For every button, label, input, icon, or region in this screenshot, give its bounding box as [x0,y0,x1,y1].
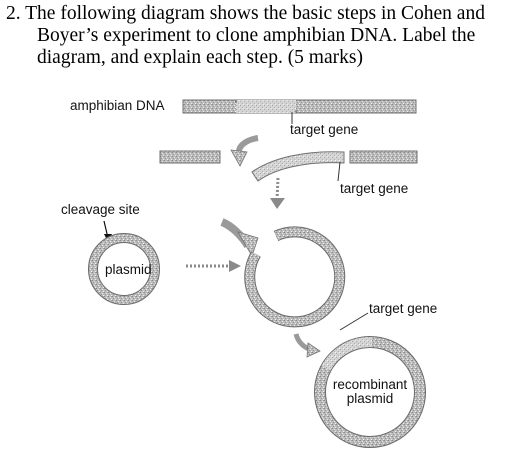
pointer-target-gene-3 [339,312,369,331]
dotted-arrow-down [270,177,285,209]
dotted-arrow-right [186,260,241,272]
label-plasmid: plasmid [105,262,152,277]
target-gene-segment-top [236,100,296,113]
label-target-gene-3: target gene [369,301,437,316]
label-recombinant-line-1: recombinant [333,377,408,392]
plasmid-circle [88,233,160,305]
label-target-gene-1: target gene [290,122,358,137]
question-line-2: Boyer’s experiment to clone amphibian DN… [37,25,476,46]
question-line-3: diagram, and explain each step. (5 marks… [37,47,363,68]
excised-target-gene [251,151,345,182]
label-target-gene-2: target gene [340,181,408,196]
question-text: 2. The following diagram shows the basic… [6,3,512,69]
cut-dna-fragments [159,150,418,182]
pointer-target-gene-2 [337,161,341,182]
opened-plasmid [244,226,346,328]
inserted-target-gene [321,336,373,371]
label-recombinant-line-2: plasmid [347,391,394,406]
curved-arrow-insert [220,218,259,257]
curved-arrow-1 [230,135,259,167]
dna-fragment-right [349,150,418,164]
question-line-1: 2. The following diagram shows the basic… [6,3,485,24]
label-amphibian-dna: amphibian DNA [70,98,165,113]
dna-fragment-left [159,150,221,164]
label-cleavage-site: cleavage site [61,202,140,217]
curved-arrow-down [293,333,321,358]
recombinant-plasmid [314,336,426,448]
amphibian-dna-strand [182,99,417,114]
